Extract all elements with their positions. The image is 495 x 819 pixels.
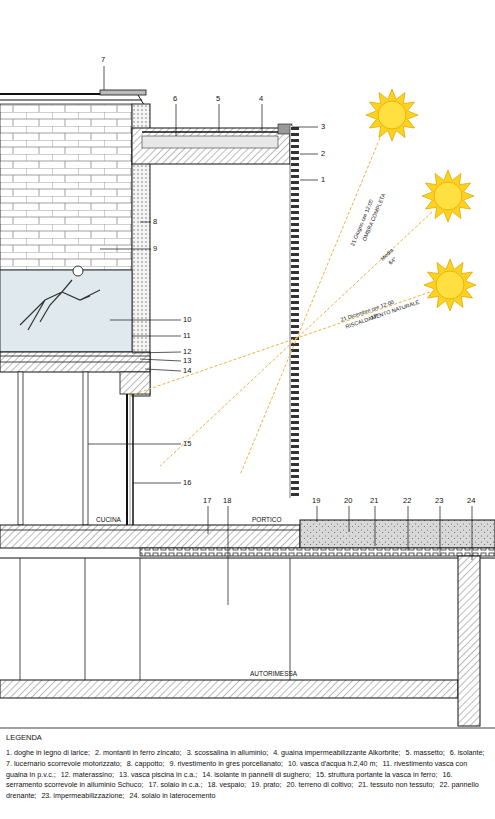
callout-number: 18 [223, 497, 231, 505]
legend-item: 15. struttura portante la vasca in ferro… [316, 770, 437, 779]
callout-number: 10 [183, 316, 191, 324]
legend-item: 12. materassino; [61, 770, 114, 779]
legend-item: 21. tessuto non tessuto; [358, 780, 434, 789]
legend-item: 10. vasca d'acqua h.2,40 m; [288, 759, 378, 768]
legend-item: 1. doghe in legno di larice; [6, 748, 90, 757]
callout-number: 5 [216, 95, 220, 103]
callout-number: 14 [183, 367, 191, 375]
callout-number: 7 [101, 56, 105, 64]
legend-item: 3. scossalina in alluminio; [187, 748, 269, 757]
callout-number: 9 [153, 245, 157, 253]
legend-item: 17. solaio in c.a.; [148, 780, 202, 789]
callout-number: 1 [321, 176, 325, 184]
legend-item: 23. impermeabilizzazione; [41, 791, 124, 800]
callout-number: 11 [183, 332, 191, 340]
legend-item: 18. vespaio; [207, 780, 246, 789]
room-name: CUCINA [96, 517, 121, 524]
legend-item: 8. cappotto; [127, 759, 165, 768]
callout-number: 2 [321, 150, 325, 158]
legend-item: 2. montanti in ferro zincato; [95, 748, 182, 757]
callout-number: 19 [312, 497, 320, 505]
legend-item: 6. isolante; [450, 748, 485, 757]
room-name: AUTORIMESSA [250, 671, 297, 678]
legend-title: LEGENDA [6, 734, 42, 742]
legend-text: 1. doghe in legno di larice; 2. montanti… [6, 748, 488, 802]
sun-symbol [422, 170, 474, 222]
legend-item: 9. rivestimento in gres porcellanato; [169, 759, 282, 768]
legend-item: 7. lucernario scorrevole motorizzato; [6, 759, 122, 768]
callout-number: 23 [435, 497, 443, 505]
callout-number: 6 [173, 95, 177, 103]
room-name: PORTICO [252, 517, 282, 524]
callout-number: 20 [344, 497, 352, 505]
sun-symbol [366, 89, 418, 141]
callout-number: 3 [321, 123, 325, 131]
callout-number: 8 [153, 218, 157, 226]
legend-item: 24. solaio in laterocemento [129, 791, 215, 800]
legend-item: 4. guaina impermeabilizzante Alkorbrite; [273, 748, 400, 757]
callout-number: 22 [403, 497, 411, 505]
callout-number: 12 [183, 348, 191, 356]
legend-item: 14. isolante in pannelli di sughero; [202, 770, 311, 779]
callout-number: 17 [203, 497, 211, 505]
callout-number: 15 [183, 440, 191, 448]
callout-number: 16 [183, 479, 191, 487]
callout-number: 4 [259, 95, 263, 103]
callout-number: 13 [183, 357, 191, 365]
callout-number: 21 [370, 497, 378, 505]
legend-item: 5. massetto; [406, 748, 445, 757]
legend-item: 19. prato; [251, 780, 281, 789]
callout-number: 24 [467, 497, 475, 505]
legend-item: 13. vasca piscina in c.a.; [119, 770, 197, 779]
legend-item: 20. terreno di coltivo; [287, 780, 354, 789]
sun-symbol [424, 259, 476, 311]
